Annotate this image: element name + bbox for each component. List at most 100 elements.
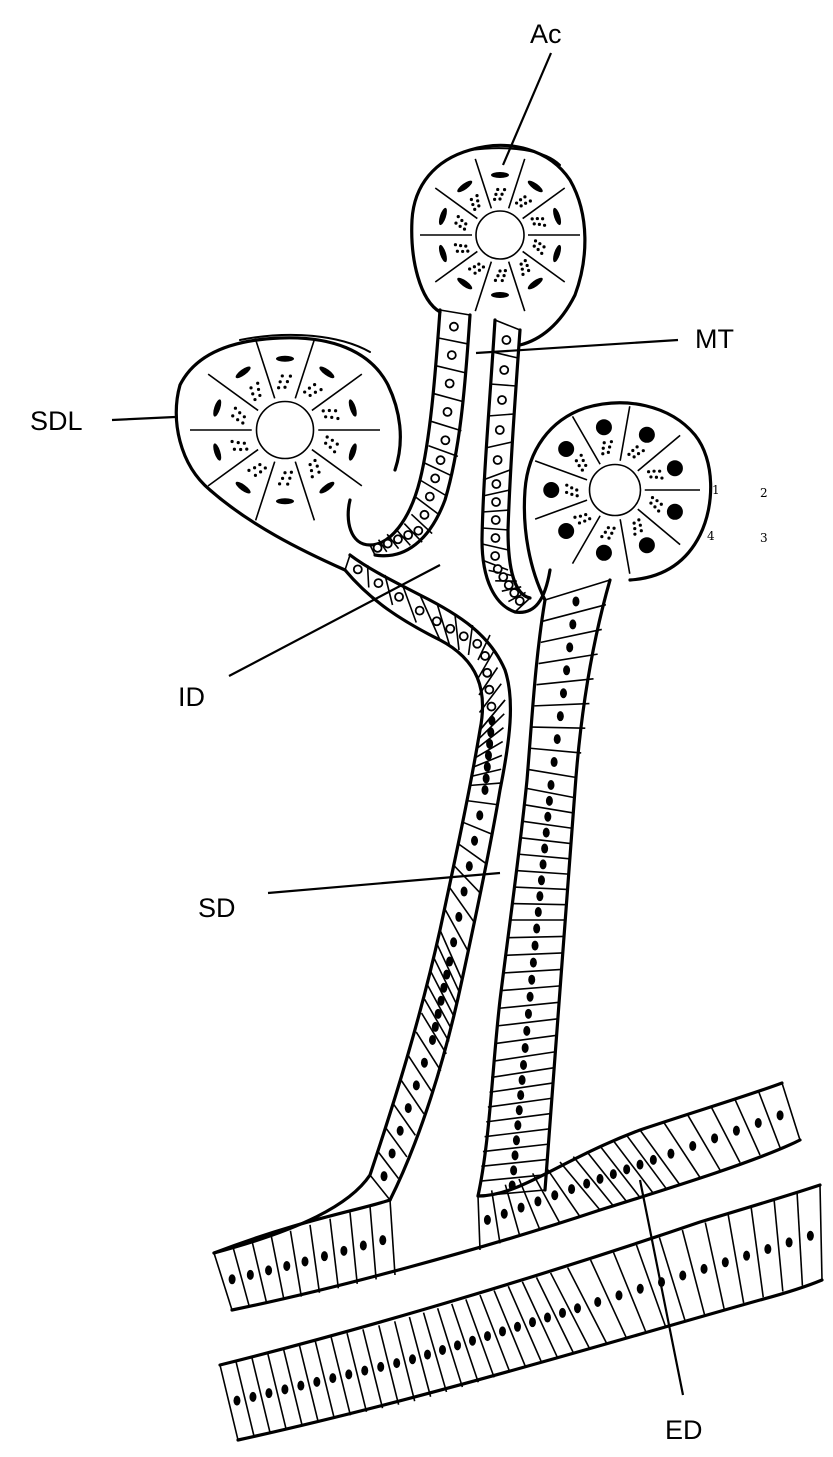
sdl-cell-granule [332, 450, 337, 454]
ac-cell-granule [477, 262, 481, 266]
ra-cell-granule [652, 469, 656, 473]
mt-cell-nucleus [490, 515, 501, 525]
ed-cell-nucleus [439, 1344, 446, 1355]
ra-cell-granule [610, 531, 614, 535]
ac-cell-nucleus [527, 180, 543, 193]
id-cell-wall [419, 594, 441, 641]
ra-cell-granule [654, 475, 659, 479]
mt-cell-nucleus [490, 533, 501, 543]
ra-cell-lumen [588, 463, 642, 517]
ed-cell-wall [559, 1161, 601, 1211]
ed-cell-wall [346, 1333, 368, 1412]
id-cell-wall [478, 667, 499, 696]
sd-cell-wall [507, 935, 564, 939]
sdl-cell-granule [330, 438, 334, 442]
sd-cell-wall [523, 803, 574, 814]
mt-cell-nucleus [509, 588, 520, 598]
sd-cell-wall [538, 653, 598, 665]
leader-sd [267, 871, 501, 895]
sd-cell-wall [519, 836, 571, 845]
ed-cell-nucleus [721, 1257, 729, 1268]
id-cell-wall [467, 624, 474, 656]
ra-cell-granule [659, 502, 663, 506]
ed-cell-wall [686, 1113, 721, 1171]
ac-cell-nucleus [491, 292, 509, 298]
mt-cell-wall [410, 513, 433, 535]
ed-cell-wall [710, 1106, 741, 1163]
sd-cell-wall [534, 702, 590, 707]
id-cell-nucleus [414, 605, 425, 616]
ac-cell-granule [493, 278, 498, 282]
sdl-cell-granule [251, 392, 255, 396]
sd-cell-wall [400, 1079, 425, 1115]
ed-cell-nucleus [484, 1331, 491, 1342]
ed-cell-nucleus [649, 1154, 657, 1165]
ac-cell-granule [453, 243, 458, 247]
ed-cell-wall [681, 1229, 706, 1315]
sdl-cell-wall [254, 461, 276, 521]
stray-mark-3: 3 [760, 531, 768, 545]
sdl-cell-granule [230, 439, 234, 444]
ed-cell-nucleus [764, 1244, 772, 1255]
sdl-cell-granule [285, 380, 290, 384]
mt-cell-wall [395, 528, 411, 546]
ed-cell-nucleus [454, 1340, 461, 1351]
ed-cell-nucleus [469, 1335, 476, 1346]
sd-cell-wall [384, 1126, 408, 1158]
sd-cell-wall [499, 1001, 560, 1010]
sd-cell-nucleus [529, 957, 537, 968]
sd-cell-wall [457, 843, 486, 864]
id-cell-wall [436, 604, 451, 646]
sdl-cell-wall [294, 461, 316, 521]
ed-cell-nucleus [345, 1369, 353, 1380]
sd-cell-nucleus [542, 827, 550, 838]
leader-ed [638, 1179, 685, 1396]
ac-cell-granule [525, 263, 529, 268]
sd-cell-wall [474, 740, 504, 759]
ra-cell-granule [638, 523, 642, 527]
sd-cell-wall [501, 985, 561, 992]
sdl-cell-granule [283, 471, 287, 475]
ac-cell-granule [518, 198, 523, 202]
id-cell-nucleus [480, 651, 490, 661]
mt-cell-wall [437, 337, 469, 345]
ed-cell-nucleus [594, 1296, 602, 1307]
ac-cell-granule [523, 259, 527, 263]
ac-cell-granule [460, 218, 464, 223]
sd-cell-wall [505, 952, 563, 957]
ac-cell-granule [532, 244, 536, 248]
sd-cell-nucleus [550, 757, 558, 768]
ed-cell-nucleus [551, 1190, 559, 1201]
mt-cell-wall [514, 597, 531, 613]
ac-cell-granule [542, 223, 547, 227]
sdl-cell-granule [315, 464, 319, 468]
sdl-cell-granule [308, 462, 312, 467]
ed-cell-wall [422, 1312, 448, 1393]
ac-cell-granule [536, 247, 540, 252]
ra-cell-granule [637, 518, 641, 522]
ed-cell-nucleus [806, 1230, 814, 1241]
mt-cell-nucleus [435, 455, 446, 466]
mt-cell-wall [431, 420, 462, 432]
ra-cell-granule [627, 452, 631, 456]
ra-cell-granule [636, 451, 641, 456]
ac-cell-granule [494, 192, 498, 197]
ac-cell-granule [472, 265, 476, 269]
ra-cell-granule [649, 501, 653, 505]
sd-cell-nucleus [446, 956, 454, 967]
mt-cell-wall [386, 533, 400, 550]
ed-cell-wall [727, 1214, 745, 1304]
ra-cell-granule [580, 468, 584, 472]
sdl-cell-granule [242, 441, 246, 445]
mt-cell-nucleus [446, 350, 457, 360]
ra-cell-granule [575, 488, 579, 492]
sdl-cell-granule [286, 482, 290, 486]
ed-cell-wall [389, 1199, 396, 1276]
leader-sdl [111, 415, 176, 422]
mt-cell-wall [377, 539, 388, 553]
ed-cell-nucleus [754, 1118, 762, 1128]
sd-cell-wall [377, 1150, 400, 1179]
sd-cell-wall [448, 886, 475, 923]
ed-cell-wall [773, 1199, 784, 1292]
id-cell-wall [478, 683, 502, 713]
